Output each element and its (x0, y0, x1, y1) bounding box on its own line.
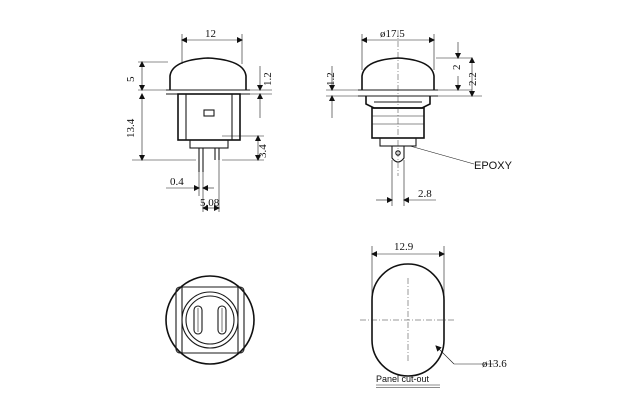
dim-side-2-2: 2.2 (467, 72, 479, 86)
bottom-view (165, 275, 255, 365)
bottom-outer-circle (165, 275, 255, 365)
dim-front-pin-length: 3.4 (257, 144, 269, 158)
bottom-terminal-left (193, 305, 203, 335)
bottom-housing (175, 286, 245, 354)
dim-side-pin-width: 2.8 (418, 188, 432, 200)
dim-front-width: 12 (205, 28, 216, 40)
panel-cutout: 12.9 ø13.6 Panel cut-out (360, 241, 507, 388)
dim-cutout-width: 12.9 (394, 241, 414, 253)
dim-front-pin-thickness: 0.4 (170, 176, 184, 188)
side-view: ø17.5 2 2.2 1.2 2.8 EPOXY (325, 28, 513, 206)
front-base (189, 139, 229, 149)
dim-front-pin-pitch: 5.08 (200, 197, 220, 209)
panel-cutout-label: Panel cut-out (376, 374, 430, 384)
dim-side-2: 2 (451, 65, 463, 71)
dim-side-1-2: 1.2 (325, 72, 337, 86)
bottom-inner-circle (181, 291, 239, 349)
front-cap-outline (169, 57, 247, 90)
epoxy-label: EPOXY (474, 160, 513, 172)
dim-cutout-diameter: ø13.6 (482, 358, 507, 370)
dim-front-cap-step: 1.2 (262, 72, 274, 86)
front-view: 12 5 13.4 1.2 3.4 0.4 5.08 (125, 28, 274, 212)
cutout-shape (371, 263, 445, 377)
dim-front-body-height: 13.4 (125, 118, 137, 138)
dim-front-cap-height: 5 (125, 76, 137, 82)
front-body (177, 93, 241, 141)
front-window (203, 109, 215, 117)
dim-side-diameter: ø17.5 (380, 28, 405, 40)
bottom-terminal-right (217, 305, 227, 335)
